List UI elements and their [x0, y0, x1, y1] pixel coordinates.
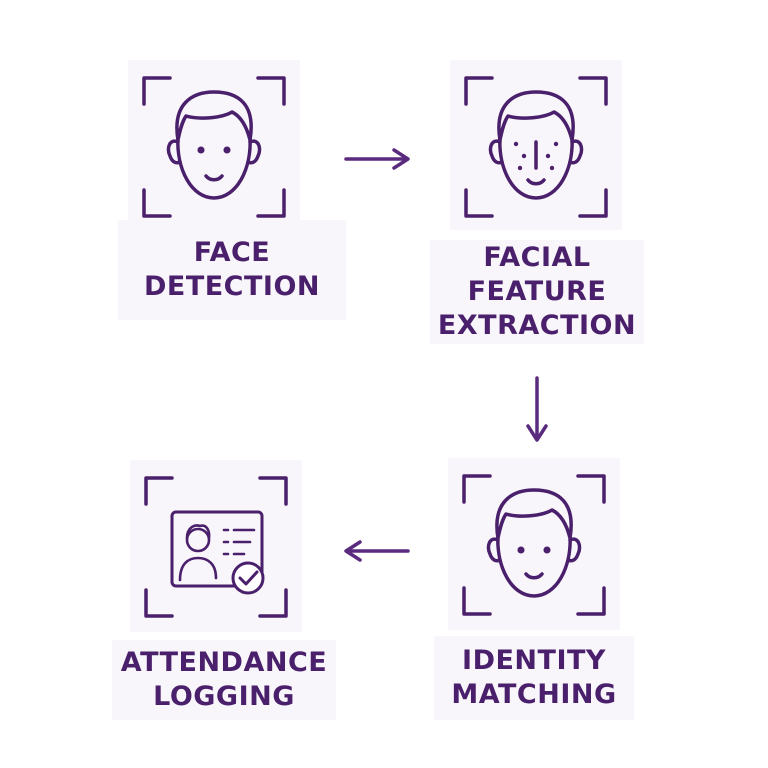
identity-matching-label-line-1: IDENTITY: [462, 645, 606, 676]
bracket-bottom-left: [144, 588, 174, 618]
facial-feature-extraction-label-line-1: FACIAL: [483, 242, 591, 273]
face-landmarks-icon: [464, 76, 608, 218]
check-badge: [231, 561, 265, 595]
bracket-top-left: [144, 476, 174, 506]
face-scan-icon: [142, 76, 286, 218]
bracket-top-left: [464, 76, 494, 106]
attendance-logging-label-panel: ATTENDANCE LOGGING: [112, 640, 336, 720]
landmark-dots: [513, 141, 559, 171]
facial-feature-extraction-label-panel: FACIAL FEATURE EXTRACTION: [430, 240, 644, 344]
bracket-bottom-right: [258, 588, 288, 618]
smile: [524, 572, 544, 580]
facial-feature-extraction-label-line-2: FEATURE: [467, 276, 607, 307]
bracket-top-right: [576, 474, 606, 504]
check-mark-icon: [238, 570, 259, 586]
face-detection-label-line-2: DETECTION: [143, 271, 321, 302]
facial-feature-extraction-label-line-3: EXTRACTION: [437, 310, 637, 341]
left-eye: [197, 146, 205, 154]
left-ear: [486, 537, 502, 563]
left-ear: [488, 139, 504, 165]
bracket-bottom-left: [464, 188, 494, 218]
bracket-top-right: [578, 76, 608, 106]
bracket-top-right: [256, 76, 286, 106]
bracket-bottom-right: [576, 586, 606, 616]
card-person-head: [185, 527, 211, 553]
left-eye: [517, 546, 525, 554]
id-card-check-icon: [144, 476, 288, 618]
attendance-logging-label-line-2: LOGGING: [153, 681, 295, 712]
bracket-bottom-right: [578, 188, 608, 218]
identity-matching-label-line-2: MATCHING: [451, 679, 617, 710]
card-person-hair: [185, 524, 211, 540]
bracket-top-left: [462, 474, 492, 504]
hair: [495, 488, 573, 540]
face-detection-label-line-1: FACE: [193, 237, 271, 268]
face-scan-icon: [462, 474, 606, 616]
bracket-top-right: [258, 476, 288, 506]
right-eye: [223, 146, 231, 154]
bracket-bottom-left: [142, 188, 172, 218]
face-outline: [498, 134, 574, 200]
identity-matching-label-panel: IDENTITY MATCHING: [434, 636, 634, 720]
face-outline: [496, 532, 572, 598]
card-person-shoulders: [178, 556, 218, 582]
left-ear: [166, 139, 182, 165]
arrow-left-icon: [344, 540, 410, 562]
identity-matching-icon-panel: [448, 458, 620, 630]
face-detection-label-panel: FACE DETECTION: [118, 220, 346, 320]
bracket-top-left: [142, 76, 172, 106]
id-card: [170, 510, 264, 588]
arrow-down-icon: [526, 376, 548, 442]
smile: [204, 174, 224, 182]
card-info-lines: [222, 528, 256, 556]
hair: [497, 90, 575, 142]
right-ear: [566, 537, 582, 563]
attendance-logging-label-line-1: ATTENDANCE: [120, 647, 328, 678]
bracket-bottom-left: [462, 586, 492, 616]
attendance-logging-icon-panel: [130, 460, 302, 632]
face-detection-icon-panel: [128, 60, 300, 230]
right-eye: [543, 546, 551, 554]
face-outline: [176, 134, 252, 200]
hair: [175, 90, 253, 142]
smile: [526, 178, 546, 186]
right-ear: [246, 139, 262, 165]
right-ear: [568, 139, 584, 165]
bracket-bottom-right: [256, 188, 286, 218]
arrow-right-icon: [344, 148, 410, 170]
facial-feature-extraction-icon-panel: [450, 60, 622, 230]
